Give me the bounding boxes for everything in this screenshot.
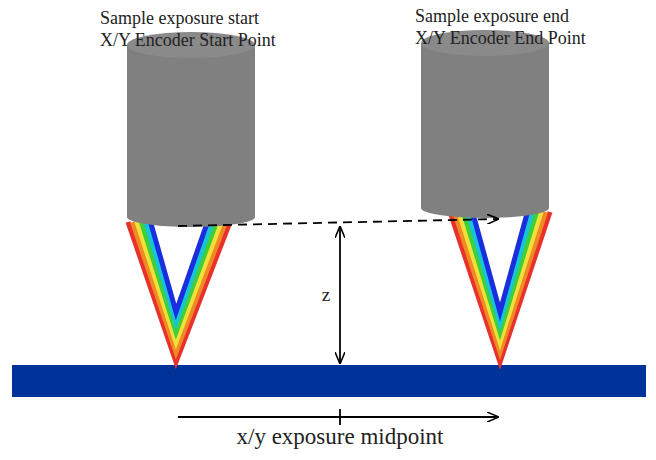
light-band bbox=[459, 212, 541, 342]
caption-text: Sample exposure start bbox=[100, 8, 259, 29]
caption-text: x/y exposure midpoint bbox=[237, 424, 444, 450]
light-band bbox=[464, 212, 537, 332]
light-band bbox=[151, 222, 208, 312]
light-band bbox=[468, 212, 532, 322]
z-dimension bbox=[339, 227, 341, 363]
caption-text: Sample exposure end bbox=[415, 6, 569, 27]
dimension-label: z bbox=[322, 284, 330, 306]
motion-arrow bbox=[178, 219, 498, 226]
light-band bbox=[450, 212, 550, 362]
caption-text: X/Y Encoder End Point bbox=[415, 28, 586, 49]
objective-end bbox=[421, 30, 549, 218]
light-band bbox=[455, 212, 546, 352]
light-cones bbox=[128, 212, 550, 362]
light-band bbox=[146, 222, 212, 322]
light-band bbox=[133, 222, 226, 352]
light-band bbox=[128, 222, 230, 362]
light-band bbox=[142, 222, 217, 332]
travel-arrow bbox=[178, 416, 498, 418]
caption-text: X/Y Encoder Start Point bbox=[100, 30, 276, 51]
light-band bbox=[473, 212, 528, 312]
light-band bbox=[137, 222, 221, 342]
midpoint-tick bbox=[339, 409, 341, 425]
objective-start bbox=[127, 32, 255, 227]
sample-band bbox=[12, 365, 646, 397]
